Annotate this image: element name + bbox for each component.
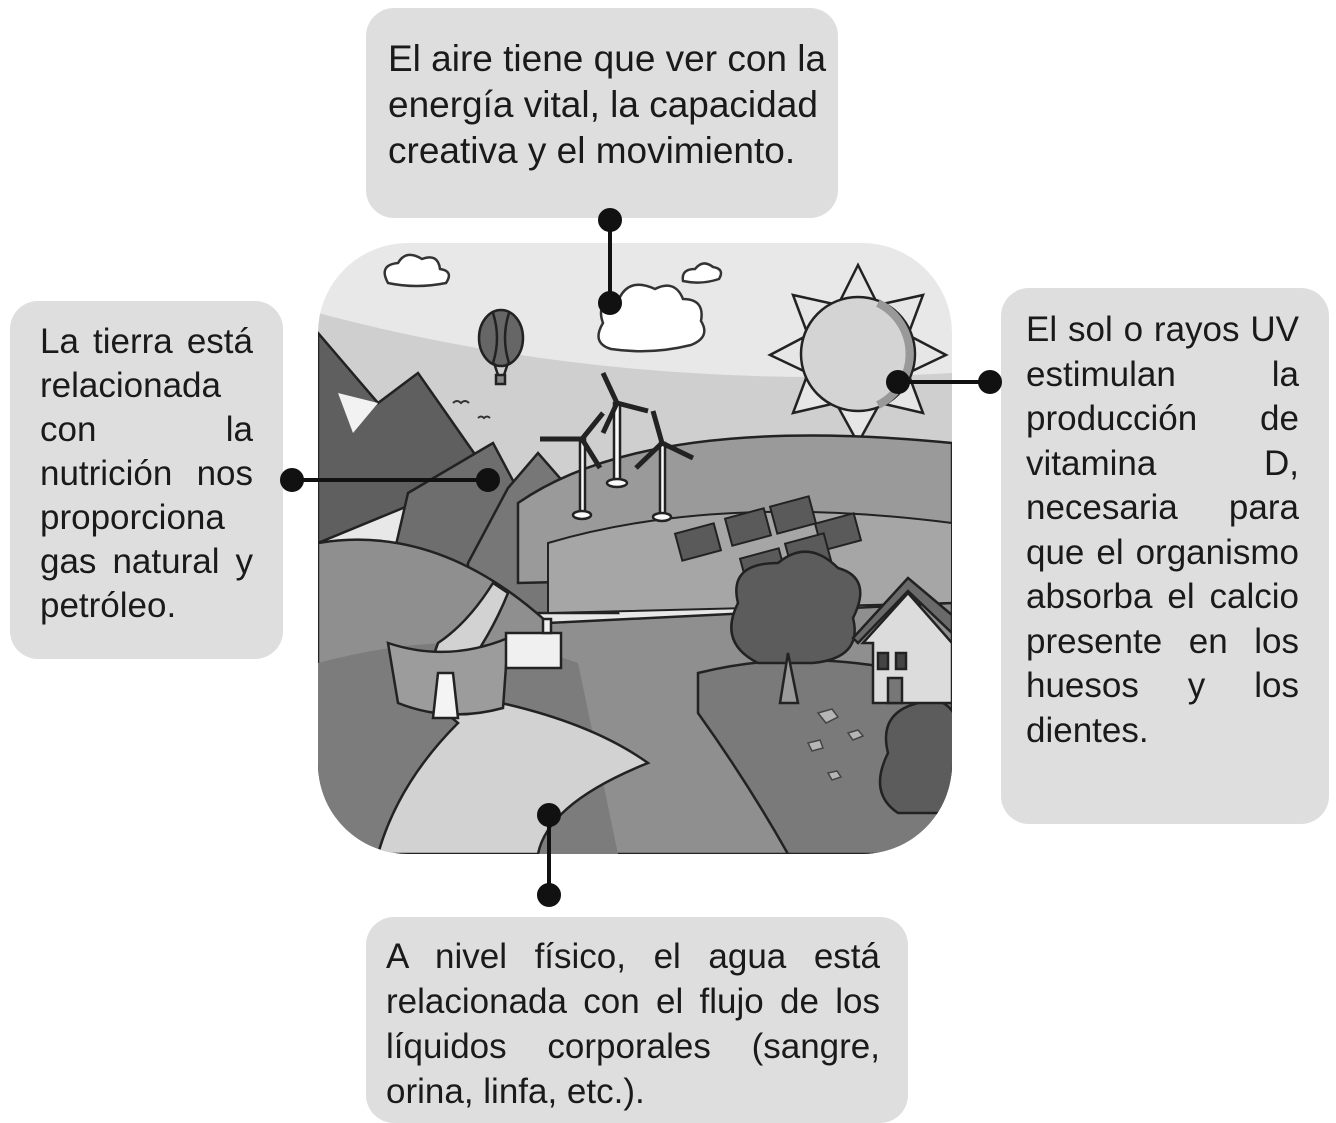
- cloud-icon: [681, 262, 723, 284]
- landscape-illustration: [318, 243, 952, 854]
- wind-turbine-icon: [600, 371, 649, 489]
- tree-icon: [730, 550, 862, 705]
- callout-air-text: El aire tiene que ver con la energía vit…: [388, 38, 827, 171]
- callout-earth: La tierra está relacionada con la nutric…: [10, 301, 283, 659]
- callout-sun: El sol o rayos UV estimulan la producció…: [1001, 288, 1329, 824]
- snow-cap: [338, 393, 378, 433]
- tree-icon: [878, 699, 952, 815]
- callout-air: El aire tiene que ver con la energía vit…: [366, 8, 838, 218]
- callout-sun-text: El sol o rayos UV estimulan la producció…: [1026, 310, 1299, 750]
- callout-water: A nivel físico, el agua está relacionada…: [366, 917, 908, 1123]
- wind-turbine-icon: [540, 411, 605, 521]
- dam-icon: [386, 617, 563, 720]
- callout-earth-text: La tierra está relacionada con la nutric…: [40, 322, 253, 625]
- hot-air-balloon-icon: [477, 308, 525, 386]
- callout-water-text: A nivel físico, el agua está relacionada…: [386, 937, 880, 1111]
- rocks: [806, 708, 865, 781]
- house-icon: [851, 576, 952, 705]
- cloud-icon: [383, 253, 451, 288]
- landscape-svg: [318, 243, 952, 854]
- wind-turbine-icon: [634, 410, 695, 523]
